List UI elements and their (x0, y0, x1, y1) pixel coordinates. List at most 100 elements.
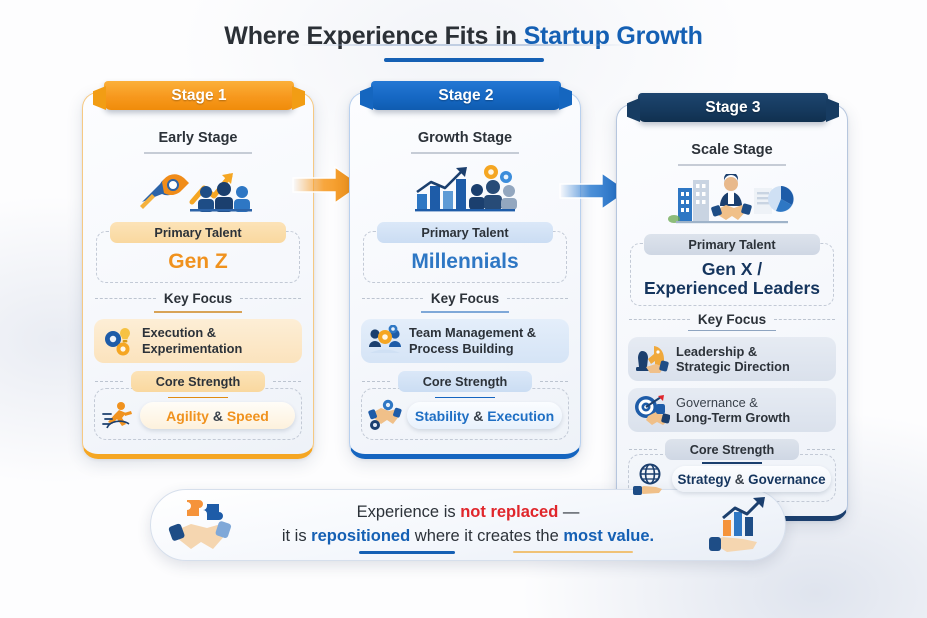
stage-3-focus-item-2[interactable]: Governance & Long-Term Growth (628, 388, 836, 433)
banner-line1-b: — (558, 503, 580, 522)
stage-1-focus-line1: Execution & (142, 325, 216, 341)
stage-3-strength-frame: Strategy & Governance (628, 453, 836, 502)
dash-left (629, 318, 690, 320)
banner-message: Experience is not replaced — it is repos… (282, 501, 654, 549)
stage-2-focus-line2: Process Building (409, 340, 514, 356)
dash-left (629, 449, 657, 451)
dash-right (540, 380, 568, 382)
stage-2-key-focus-label: Key Focus (430, 291, 500, 307)
stage-3-talent-line2: Experienced Leaders (643, 278, 821, 299)
stage-3-strength-post: Governance (748, 471, 826, 487)
stage-1-focus-text: Execution & Experimentation (142, 325, 242, 356)
gears-lightbulb-icon (100, 324, 136, 358)
stage-3-core-strength-underline (702, 462, 762, 464)
stage-3-core-strength-divider: Core Strength (629, 439, 835, 461)
globe-hand-icon (633, 463, 667, 495)
stage-2-subtitle-rule (411, 152, 519, 154)
handshake-gear-icon (368, 399, 402, 431)
stage-3-core-strength-label: Core Strength (665, 439, 799, 461)
stage-1-key-focus-divider: Key Focus (95, 291, 301, 306)
stage-1-strength-post: Speed (226, 407, 269, 424)
stage-2-strength-pre: Stability (414, 407, 474, 424)
banner-underline-orange (513, 551, 633, 553)
rocket-growth-team-icon (94, 160, 302, 214)
stage-2-strength-frame: Stability & Execution (361, 388, 569, 441)
stage-3-subtitle: Scale Stage (691, 142, 773, 158)
stage-1-focus-item[interactable]: Execution & Experimentation (94, 318, 302, 363)
stage-3-focus-1-text: Leadership & Strategic Direction (676, 344, 790, 375)
stage-3-focus-2-text: Governance & Long-Term Growth (676, 395, 790, 426)
bottom-banner: Experience is not replaced — it is repos… (150, 489, 786, 561)
dash-right (774, 318, 835, 320)
dash-left (95, 380, 123, 382)
stage-1-subtitle: Early Stage (158, 130, 238, 146)
banner-underline-blue (359, 551, 455, 554)
hand-growth-chart-icon (709, 496, 775, 556)
stage-card-3[interactable]: Stage 3 Scale Stage (616, 93, 848, 521)
stage-1-ribbon-label: Stage 1 (104, 81, 294, 110)
stage-3-focus-1-line1: Leadership & (676, 343, 758, 359)
stage-1-key-focus-underline (154, 311, 242, 313)
bar-chart-team-gears-icon (361, 160, 569, 214)
stage-card-2[interactable]: Stage 2 Growth Stage Primary Talent Mill… (349, 81, 581, 460)
stage-1-subtitle-rule (144, 152, 252, 154)
dash-right (807, 449, 835, 451)
banner-line2-a: it is (281, 527, 312, 545)
stage-3-strength-amp: & (734, 471, 749, 487)
stage-3-talent-line1: Gen X / (701, 258, 763, 279)
dash-left (362, 298, 423, 300)
stage-2-focus-item[interactable]: Team Management & Process Building (361, 318, 569, 363)
stage-3-focus-item-1[interactable]: Leadership & Strategic Direction (628, 337, 836, 382)
stage-1-focus-line2: Experimentation (142, 340, 243, 356)
stage-1-core-strength-underline (168, 396, 228, 399)
title-underline (383, 58, 544, 62)
stage-1-talent-value: Gen Z (168, 249, 228, 273)
runner-icon (101, 399, 135, 431)
page-title: Where Experience Fits in Startup Growth (0, 22, 927, 51)
stage-3-ribbon-label: Stage 3 (638, 93, 828, 122)
dash-right (273, 380, 301, 382)
stage-3-focus-2-line1: Governance & (676, 394, 758, 410)
stage-3-key-focus-label: Key Focus (697, 311, 767, 327)
stage-1-key-focus-label: Key Focus (163, 291, 233, 307)
arrow-stage1-to-stage2 (291, 162, 363, 208)
stage-1-core-strength-divider: Core Strength (95, 370, 301, 392)
stage-2-core-strength-underline (435, 396, 495, 399)
stage-3-key-focus-divider: Key Focus (629, 312, 835, 327)
stage-1-core-strength-label: Core Strength (131, 370, 265, 392)
stage-card-1[interactable]: Stage 1 Early Stage Primary Talent Gen Z… (82, 81, 314, 460)
stage-1-strength-text: Agility & Speed (140, 401, 295, 429)
stage-3-focus-1-line2: Strategic Direction (676, 359, 790, 375)
stage-2-core-strength-label: Core Strength (398, 370, 532, 392)
stage-3-key-focus-underline (688, 329, 776, 332)
puzzle-handshake-icon (165, 492, 239, 560)
stage-3-subtitle-rule (678, 164, 786, 166)
dash-right (507, 298, 568, 300)
stage-1-strength-row[interactable]: Agility & Speed (101, 399, 295, 431)
stage-3-strength-row[interactable]: Strategy & Governance (633, 463, 831, 495)
dash-left (362, 380, 390, 382)
chess-knight-icon (634, 342, 670, 376)
stage-2-subtitle: Growth Stage (417, 130, 513, 146)
stage-2-ribbon-label: Stage 2 (371, 81, 561, 110)
stage-1-strength-frame: Agility & Speed (94, 388, 302, 441)
stage-2-key-focus-divider: Key Focus (362, 291, 568, 306)
stage-3-focus-2-line2: Long-Term Growth (676, 410, 791, 426)
arrow-stage2-to-stage3 (558, 168, 630, 214)
page-title-block: Where Experience Fits in Startup Growth (0, 22, 927, 62)
stage-2-focus-text: Team Management & Process Building (409, 325, 536, 356)
stage-1-primary-talent-label: Primary Talent (110, 221, 286, 243)
banner-line1-a: Experience is (356, 503, 461, 522)
stage-1-strength-amp: & (212, 407, 227, 424)
banner-line2-b: where it creates the (410, 527, 564, 545)
stage-3-strength-text: Strategy & Governance (672, 465, 831, 492)
dash-right (240, 298, 301, 300)
banner-line1-bold: not replaced (460, 503, 559, 522)
stage-2-strength-amp: & (473, 407, 488, 424)
stage-1-strength-pre: Agility (166, 407, 213, 424)
stage-3-talent-value: Gen X / Experienced Leaders (633, 258, 831, 299)
dash-left (95, 298, 156, 300)
stage-2-core-strength-divider: Core Strength (362, 370, 568, 392)
stage-2-focus-line1: Team Management & (409, 325, 537, 341)
stage-2-strength-row[interactable]: Stability & Execution (368, 399, 562, 431)
